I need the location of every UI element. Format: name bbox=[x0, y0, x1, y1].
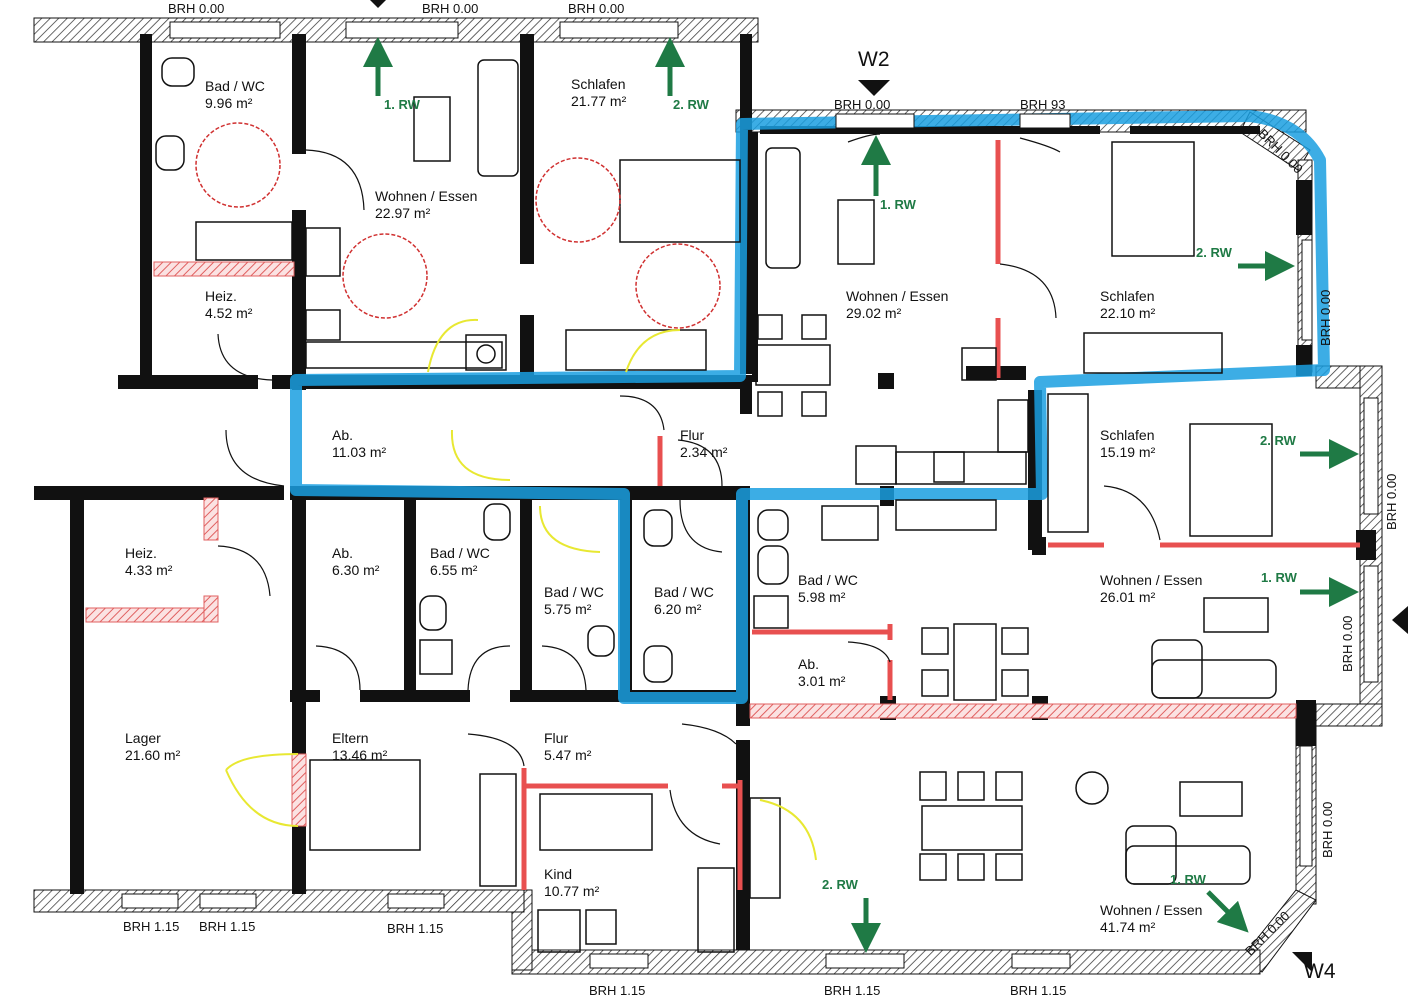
rescue-arrows bbox=[363, 37, 1359, 953]
door-swings bbox=[225, 318, 817, 861]
light-partitions bbox=[85, 261, 1297, 827]
wheelchair-circles bbox=[195, 122, 721, 329]
windows bbox=[121, 21, 1379, 969]
interior-walls bbox=[34, 34, 1376, 950]
wall-markers bbox=[370, 0, 1408, 972]
furniture bbox=[155, 57, 1277, 953]
doors bbox=[217, 133, 1161, 845]
highlight-outline bbox=[290, 110, 1330, 704]
red-lines bbox=[521, 140, 1360, 890]
